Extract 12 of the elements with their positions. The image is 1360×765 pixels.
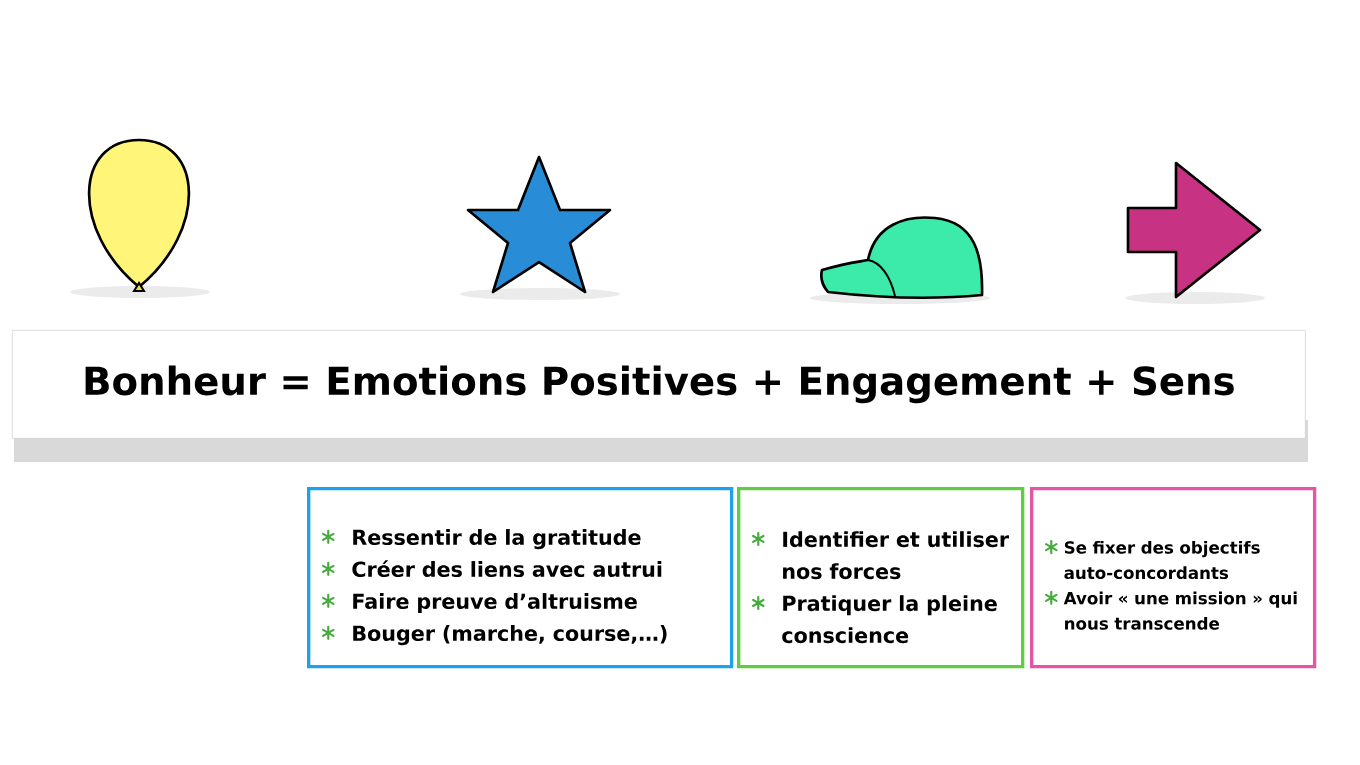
list-item: Identifier et utiliser nos forces [783, 531, 1009, 580]
list-item: Bouger (marche, course,…) [353, 625, 667, 646]
list-item: Ressentir de la gratitude [353, 529, 641, 550]
text-box [1030, 487, 1317, 669]
list-item: Faire preuve d’altruisme [353, 593, 637, 614]
text-box [737, 487, 1025, 669]
list-item: Créer des liens avec autrui [352, 560, 662, 578]
text-box [307, 487, 734, 669]
formula-banner: Bonheur = Emotions Positives + Engagement + Sens [12, 330, 1308, 462]
list-item: Avoir « une mission » qui nous transcende [1063, 591, 1297, 630]
list-item: Se fixer des objectifs auto-concordants [1064, 540, 1260, 580]
list-item: Pratiquer la pleine conscience [782, 595, 997, 644]
